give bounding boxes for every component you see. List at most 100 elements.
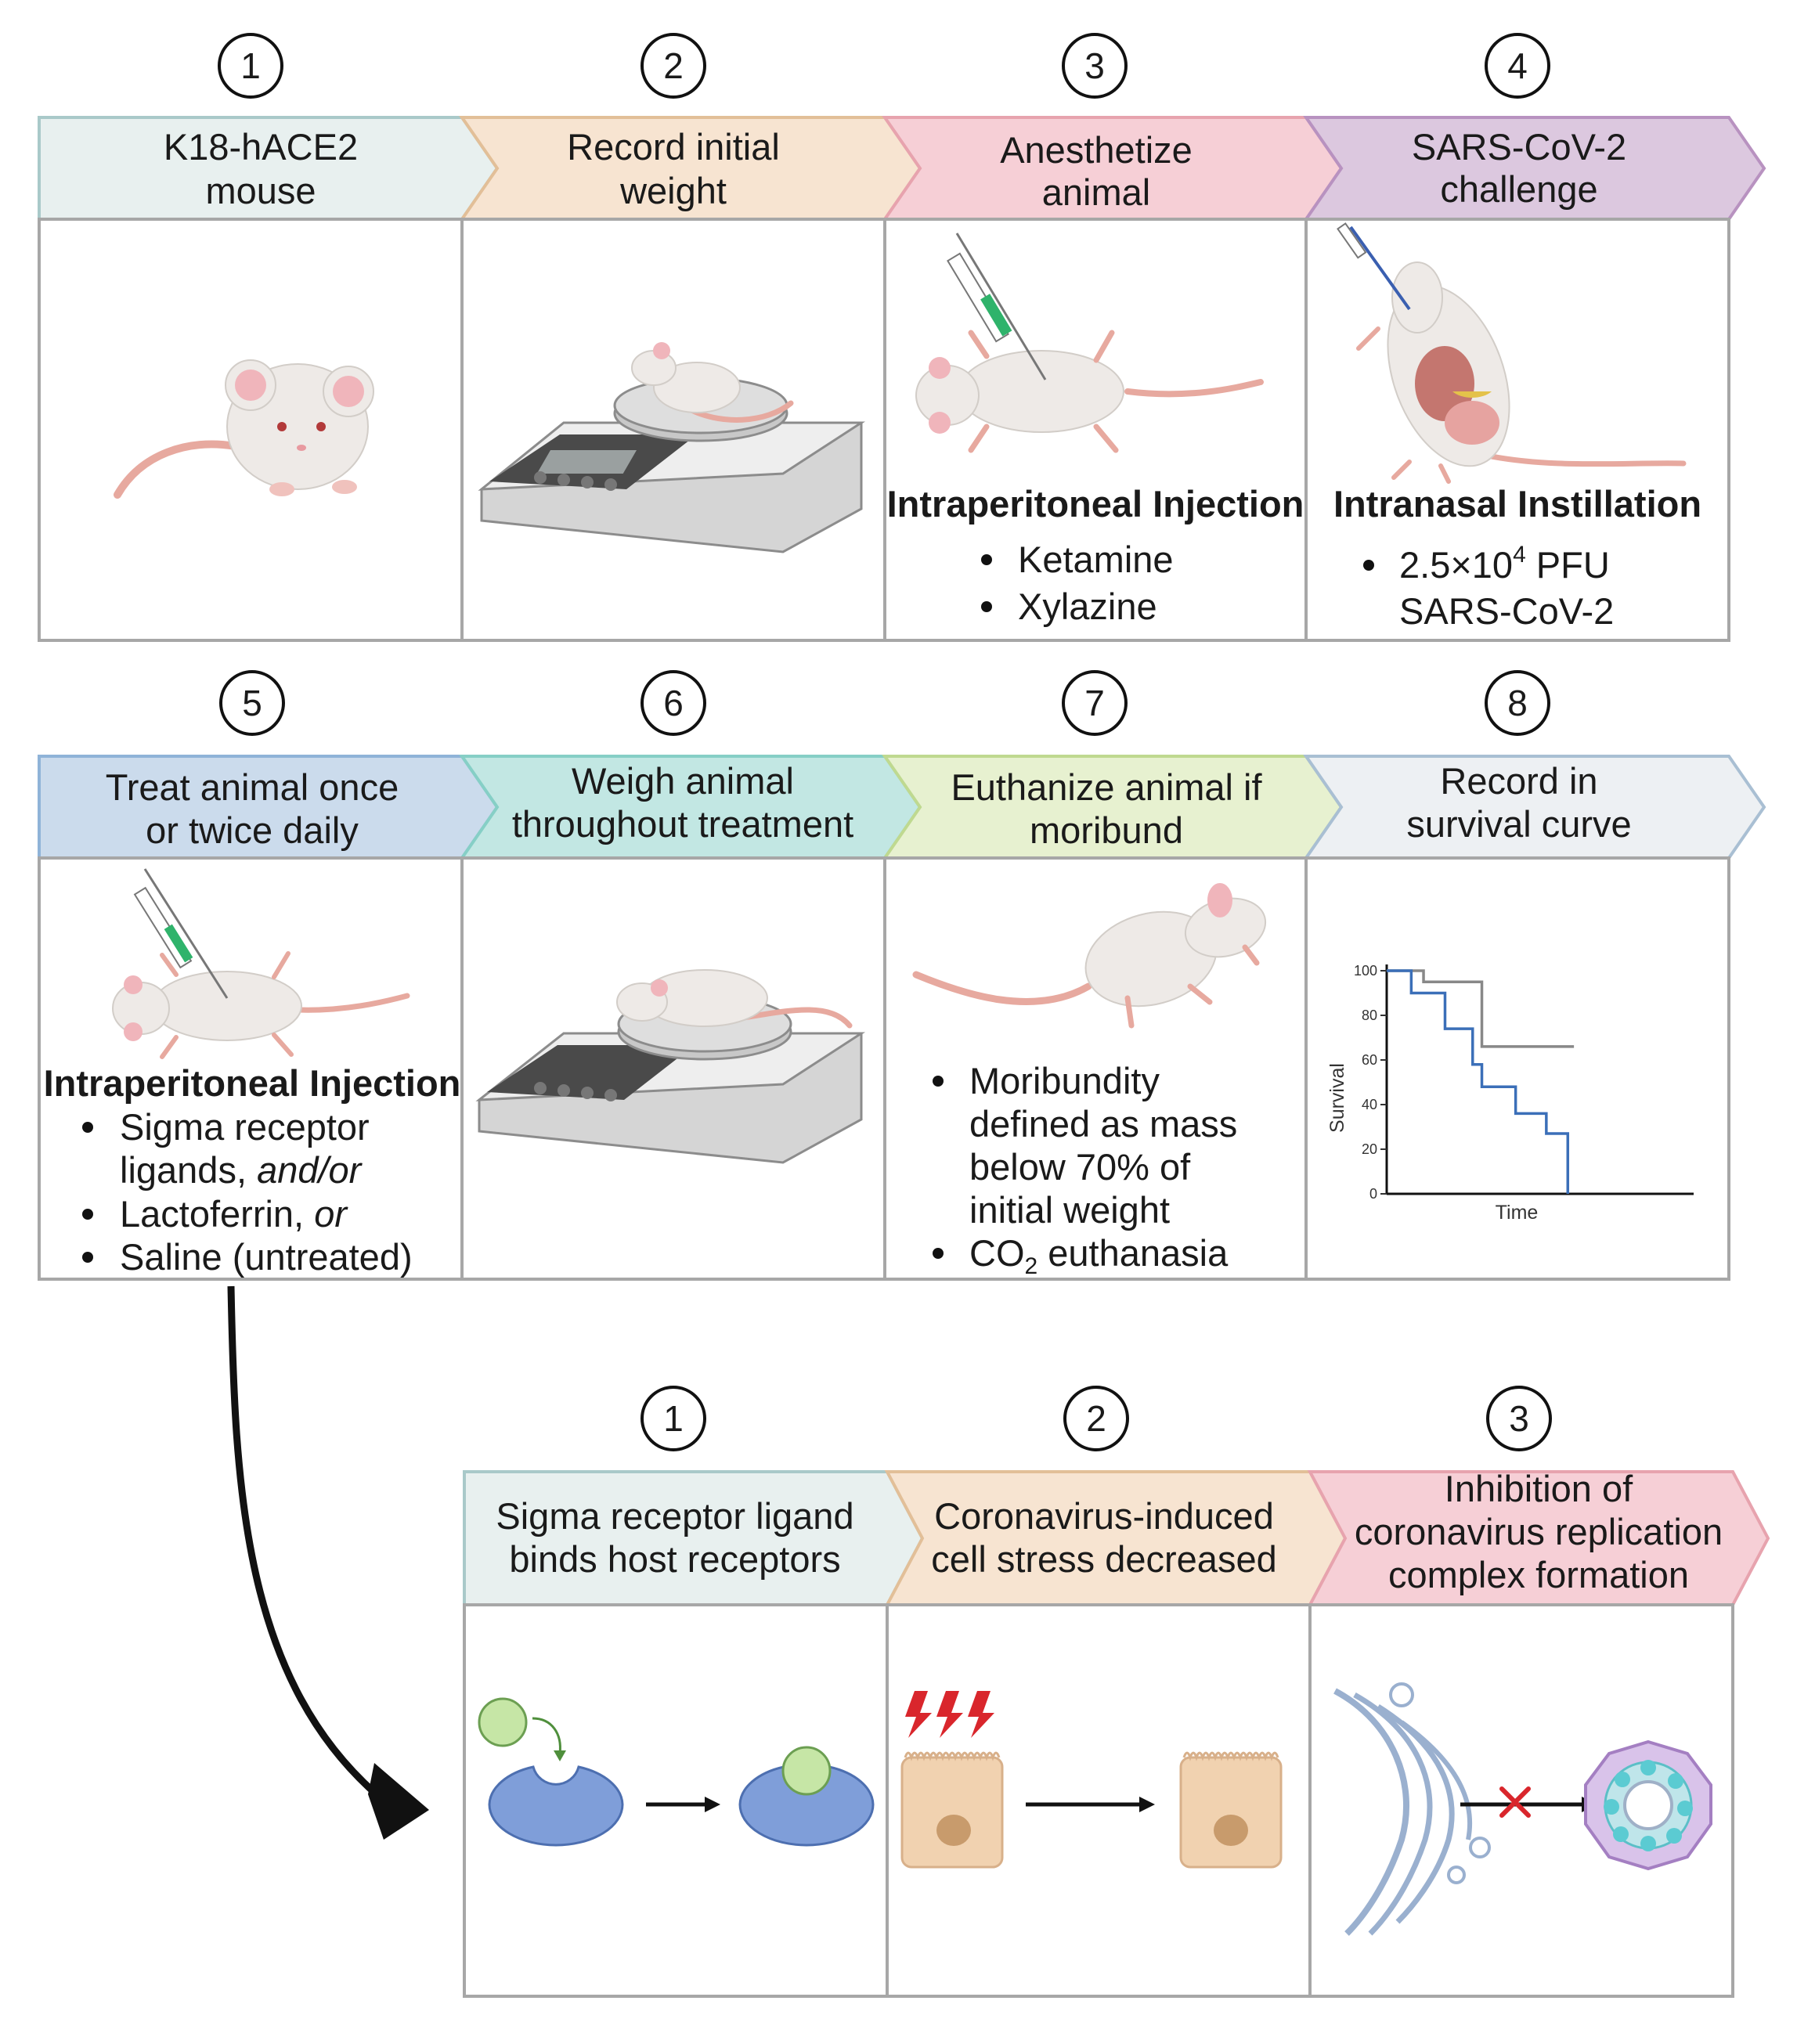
step-7-number-text: 7: [1084, 683, 1105, 723]
lactoferrin-text: Lactoferrin,: [120, 1193, 314, 1235]
mechanism-3-title-line-3: complex formation: [1388, 1554, 1689, 1595]
workflow-row-2: 5 6 7 8 Treat animal once or twice daily…: [38, 670, 1766, 1281]
bullet-dot: [1363, 560, 1374, 571]
step-6-number-text: 6: [663, 683, 684, 723]
mechanism-row: 1 2 3 Sigma receptor ligand binds host r…: [463, 1386, 1770, 1998]
step-6-number: 6: [640, 670, 706, 736]
step-4-dose-line-2: SARS-CoV-2: [1399, 590, 1614, 632]
step-7-title-line-2: moribund: [1030, 809, 1183, 851]
mechanism-3-number-text: 3: [1509, 1398, 1529, 1439]
step-8-number: 8: [1485, 670, 1550, 736]
step-7-title-line-1: Euthanize animal if: [951, 766, 1262, 808]
mechanism-2-title-line-1: Coronavirus-induced: [934, 1495, 1274, 1537]
step-1-title-line-1: K18-hACE2: [164, 126, 358, 168]
bullet-dot: [82, 1122, 93, 1133]
step-5-bullet-sigma-line-2: ligands, and/or: [120, 1149, 363, 1191]
euthanasia-text: euthanasia: [1037, 1232, 1229, 1274]
survival-chart: 0 20 40 60 80 100 Time Survival: [1326, 963, 1694, 1224]
step-3-title-line-1: Anesthetize: [1000, 129, 1193, 171]
step-7-bullet-line-3: below 70% of: [969, 1146, 1191, 1188]
step-6-title-line-1: Weigh animal: [572, 760, 794, 802]
step-3-title-line-2: animal: [1042, 171, 1150, 213]
ligands-text: ligands,: [120, 1149, 257, 1191]
step-3-number: 3: [1062, 33, 1128, 99]
connector-arrow: [227, 1285, 429, 1840]
chart-ticks: 0 20 40 60 80 100: [1354, 963, 1387, 1202]
co2-subscript: 2: [1025, 1253, 1038, 1279]
dose-exponent: 4: [1513, 542, 1526, 568]
step-5-number: 5: [219, 670, 285, 736]
chart-x-axis-label: Time: [1496, 1202, 1539, 1224]
step-7-bullet-line-1: Moribundity: [969, 1060, 1160, 1101]
mechanism-3-title-line-2: coronavirus replication: [1355, 1511, 1723, 1552]
chart-y-tick-label: 100: [1354, 963, 1377, 979]
step-8-title-line-1: Record in: [1440, 760, 1597, 802]
dose-base: 2.5×10: [1399, 544, 1513, 586]
step-8-number-text: 8: [1507, 683, 1528, 723]
step-1-title-line-2: mouse: [205, 170, 316, 211]
chart-series: [1387, 969, 1575, 1194]
or-text: or: [314, 1193, 348, 1235]
step-3-method-label: Intraperitoneal Injection: [887, 483, 1304, 525]
step-5-number-text: 5: [242, 683, 262, 723]
step-8-panel: [1304, 856, 1730, 1281]
stress-bolt-icon: [968, 1691, 994, 1738]
chart-y-axis-label: Survival: [1326, 1063, 1348, 1133]
step-5-bullet-lactoferrin: Lactoferrin, or: [120, 1193, 348, 1235]
chart-y-tick-label: 60: [1362, 1052, 1377, 1068]
step-2-number: 2: [640, 33, 706, 99]
bullet-dot: [933, 1076, 944, 1087]
step-7-number: 7: [1062, 670, 1128, 736]
step-5-title-line-1: Treat animal once: [106, 766, 399, 808]
mechanism-1-number-text: 1: [663, 1398, 684, 1439]
step-4-number: 4: [1485, 33, 1550, 99]
step-4-title-line-1: SARS-CoV-2: [1412, 126, 1626, 168]
bullet-dot: [933, 1248, 944, 1259]
stress-bolt-icon: [936, 1691, 963, 1738]
step-4-dose-line-1: 2.5×104 PFU: [1399, 542, 1610, 586]
step-3-number-text: 3: [1084, 45, 1105, 86]
weighing-illustration: [475, 969, 866, 1164]
step-3-bullet-xylazine: Xylazine: [1018, 586, 1157, 627]
instillation-illustration: [1337, 222, 1687, 484]
stress-bolt-icon: [905, 1691, 932, 1738]
step-1-number: 1: [218, 33, 283, 99]
moribund-mouse-illustration: [912, 883, 1267, 1029]
co-text: CO: [969, 1232, 1025, 1274]
bullet-dot: [82, 1209, 93, 1220]
step-5-title-line-2: or twice daily: [146, 809, 359, 851]
mouse-illustration: [114, 359, 374, 499]
mechanism-2-number-text: 2: [1086, 1398, 1106, 1439]
bullet-dot: [981, 554, 992, 565]
step-1-number-text: 1: [240, 45, 261, 86]
scale-illustration: [478, 342, 866, 553]
step-6-title-line-2: throughout treatment: [512, 803, 853, 845]
step-4-number-text: 4: [1507, 45, 1528, 86]
step-2-title-line-2: weight: [619, 170, 727, 211]
step-2-number-text: 2: [663, 45, 684, 86]
chart-y-tick-label: 80: [1362, 1008, 1377, 1023]
step-2-title-line-1: Record initial: [567, 126, 780, 168]
workflow-row-1: 1 2 3 4 K18-hACE2 mouse Record initial w…: [38, 33, 1766, 642]
mechanism-2-title-line-2: cell stress decreased: [931, 1538, 1276, 1580]
chart-series-line-2: [1387, 969, 1570, 1194]
and-or-text: and/or: [257, 1149, 363, 1191]
treatment-injection-illustration: [112, 868, 410, 1059]
chart-y-tick-label: 20: [1362, 1141, 1377, 1157]
step-7-bullet-line-4: initial weight: [969, 1189, 1170, 1231]
chart-y-tick-label: 40: [1362, 1097, 1377, 1112]
bullet-dot: [981, 601, 992, 612]
replication-inhibition-illustration: [1333, 1682, 1712, 1936]
ligand-binding-illustration: [478, 1697, 875, 1847]
mechanism-2-number: 2: [1063, 1386, 1129, 1451]
step-7-bullet-line-2: defined as mass: [969, 1103, 1237, 1145]
chart-y-tick-label: 0: [1369, 1186, 1377, 1202]
step-4-panel: [1304, 218, 1730, 642]
chart-series-line-1: [1387, 969, 1575, 1048]
step-5-bullet-saline: Saline (untreated): [120, 1236, 413, 1278]
step-3-bullet-ketamine: Ketamine: [1018, 539, 1174, 580]
cell-stress-illustration: [900, 1691, 1283, 1869]
dose-unit: PFU: [1526, 544, 1610, 586]
chart-axes: [1385, 964, 1694, 1195]
step-5-panel: [38, 856, 464, 1281]
